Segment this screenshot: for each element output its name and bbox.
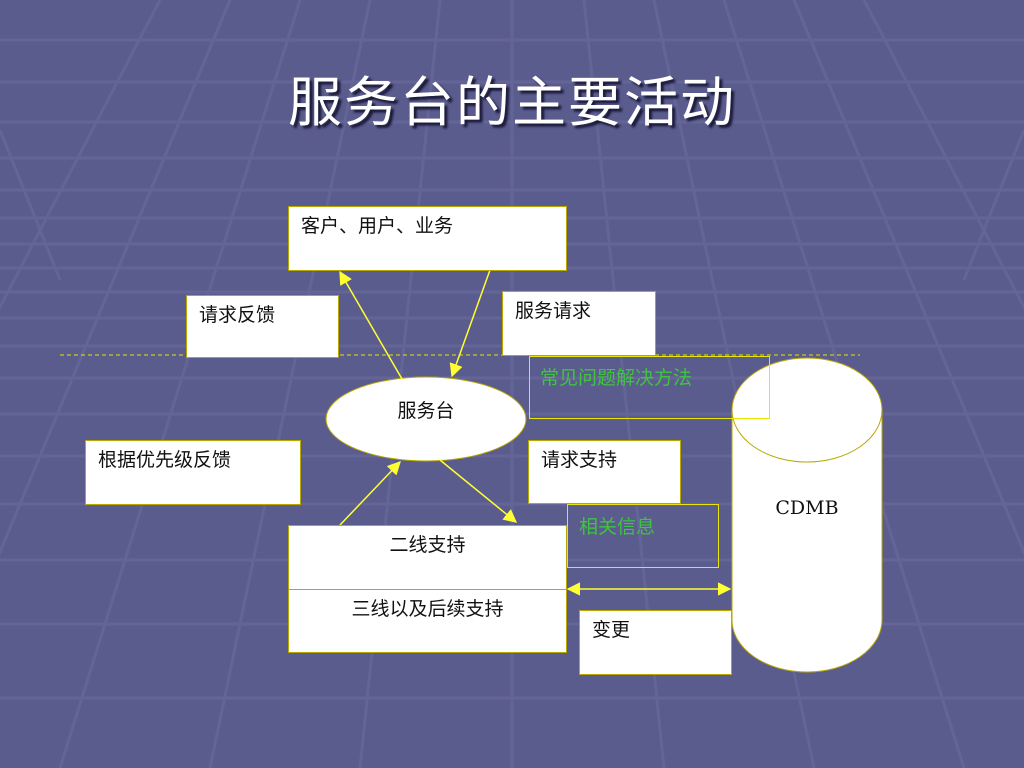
change-box: 变更 bbox=[579, 610, 732, 675]
feedback-label: 请求反馈 bbox=[199, 304, 276, 326]
priority-feedback-label: 根据优先级反馈 bbox=[98, 449, 232, 471]
feedback-box: 请求反馈 bbox=[186, 295, 339, 358]
related-info-outline bbox=[567, 504, 719, 568]
customers-box: 客户、用户、业务 bbox=[288, 206, 567, 271]
arrow-second-to-desk bbox=[339, 461, 401, 526]
related-info-label: 相关信息 bbox=[579, 516, 656, 538]
service-request-label: 服务请求 bbox=[515, 300, 592, 322]
service-desk-label: 服务台 bbox=[397, 400, 455, 422]
cdmb-label: CDMB bbox=[775, 497, 839, 519]
third-line-box: 三线以及后续支持 bbox=[288, 589, 567, 653]
second-line-label: 二线支持 bbox=[389, 534, 466, 556]
customers-label: 客户、用户、业务 bbox=[301, 215, 454, 237]
priority-feedback-box: 根据优先级反馈 bbox=[85, 440, 301, 505]
faq-outline bbox=[529, 356, 770, 419]
page-title: 服务台的主要活动 bbox=[288, 71, 736, 134]
third-line-label: 三线以及后续支持 bbox=[351, 598, 504, 620]
arrow-desk-to-second bbox=[439, 459, 518, 523]
service-desk-ellipse bbox=[325, 376, 527, 462]
change-label: 变更 bbox=[592, 619, 631, 641]
service-request-box: 服务请求 bbox=[502, 291, 656, 356]
request-support-box: 请求支持 bbox=[528, 440, 681, 504]
second-line-box: 二线支持 bbox=[288, 525, 567, 590]
arrow-desk-to-customers bbox=[339, 270, 403, 380]
arrow-customers-to-desk bbox=[449, 269, 491, 378]
faq-label: 常见问题解决方法 bbox=[540, 367, 693, 389]
request-support-label: 请求支持 bbox=[541, 449, 618, 471]
